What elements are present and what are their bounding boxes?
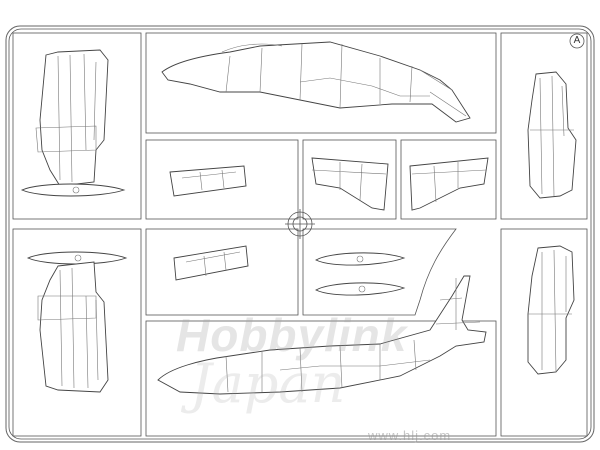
tank-lower-lower [315, 282, 406, 296]
wing-part-left-top [35, 49, 109, 187]
intake-part-mid [169, 165, 247, 197]
wing-part-left-bottom [37, 261, 109, 393]
fuselage-half-top [161, 41, 471, 123]
stabilizer-mid-right [409, 157, 489, 211]
tip-tank-left-bottom [26, 251, 128, 265]
stabilizer-mid-center [311, 157, 389, 211]
intake-part-lower [173, 245, 249, 281]
sprue-letter: A [573, 35, 581, 46]
cell-mid-right [400, 139, 497, 220]
cell-lower-center [302, 228, 457, 316]
wing-part-right-top [527, 71, 577, 199]
sprue-letter-circle [569, 33, 585, 49]
sprue-frame-outer [5, 25, 595, 443]
cell-lower-mid [145, 228, 299, 316]
sprue-frame-inner [8, 28, 592, 440]
cell-left-bottom [12, 228, 142, 437]
tank-lower-upper [315, 252, 406, 266]
cell-mid-center [302, 139, 397, 220]
cell-fuselage-bottom [145, 320, 497, 437]
cell-left-top [12, 32, 142, 220]
cell-right-bottom [500, 228, 588, 437]
fuselage-half-bottom [157, 275, 487, 395]
wing-part-right-bottom [527, 245, 575, 375]
cell-mid-left [145, 139, 299, 220]
cell-fuselage-top [145, 32, 497, 134]
tip-tank-left-top [20, 183, 126, 197]
cell-right-top [500, 32, 588, 220]
